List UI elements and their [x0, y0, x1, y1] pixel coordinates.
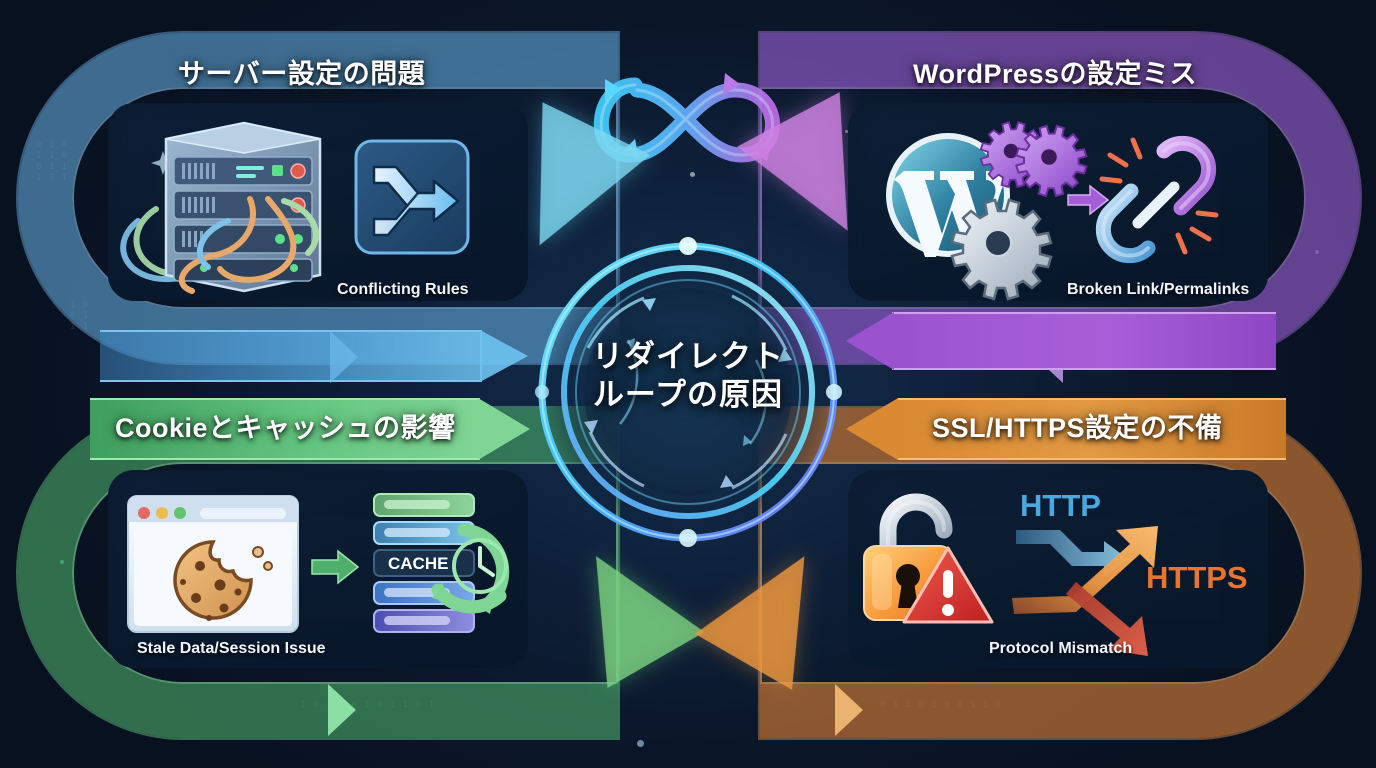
- connector-arrow-server: [100, 330, 530, 382]
- hub-title-line2: ループの原因: [592, 376, 784, 412]
- binary-texture: 0 1 0 1 1 0 0 1 1 1 0 1: [36, 140, 69, 183]
- quadrant-caption-wordpress: Broken Link/Permalinks: [1067, 281, 1250, 298]
- panel-server: [108, 103, 528, 301]
- quadrant-title-cookie-cache: Cookieとキャッシュの影響: [115, 413, 456, 443]
- protocol-to-label: HTTPS: [1146, 560, 1248, 595]
- binary-texture: 1 0 0 1 1 1: [70, 300, 90, 332]
- panel-cookie-cache: CACHE: [108, 470, 528, 668]
- flow-chevron-icon: [835, 684, 863, 736]
- connector-arrow-wordpress: [846, 312, 1276, 370]
- quadrant-caption-cookie-cache: Stale Data/Session Issue: [137, 640, 326, 657]
- panel-ssl-https: HTTP HTTPS: [848, 470, 1268, 668]
- binary-texture: 0 1 1 0 1 0 0 1 1 0: [880, 700, 1002, 710]
- binary-texture: 1 0 1 1 0 1 0 1 1 0 1: [300, 700, 435, 710]
- quadrant-title-wordpress: WordPressの設定ミス: [913, 59, 1198, 89]
- hub-rings: [535, 237, 842, 547]
- quadrant-caption-server: Conflicting Rules: [337, 281, 469, 298]
- connector-arrow-cookie-cache: [90, 398, 530, 460]
- panel-wordpress: [848, 103, 1268, 301]
- sparkle: [690, 172, 695, 177]
- hub-title-line1: リダイレクト: [592, 339, 784, 374]
- sparkle: [1315, 250, 1319, 254]
- sparkle: [60, 560, 64, 564]
- protocol-from-label: HTTP: [1020, 488, 1101, 523]
- panel-server-art: [120, 121, 470, 294]
- sparkle: [637, 740, 644, 747]
- connector-arrow-ssl-https: [846, 398, 1286, 460]
- panel-ssl-https-art: HTTP HTTPS: [863, 488, 1248, 656]
- hub-title: リダイレクト ループの原因: [524, 338, 852, 414]
- infinity-loop-arrows-icon: [593, 73, 781, 163]
- quadrant-caption-ssl-https: Protocol Mismatch: [989, 640, 1133, 657]
- central-hub: リダイレクト ループの原因: [524, 228, 852, 556]
- flow-chevron-icon: [328, 684, 356, 736]
- sparkle: [845, 130, 848, 133]
- quadrant-title-ssl-https: SSL/HTTPS設定の不備: [932, 413, 1223, 443]
- quadrant-title-server: サーバー設定の問題: [178, 59, 426, 89]
- cache-label: CACHE: [388, 554, 448, 573]
- panel-wordpress-art: [886, 121, 1219, 301]
- flow-chevron-icon: [120, 688, 142, 740]
- panel-cookie-cache-art: CACHE: [127, 493, 510, 633]
